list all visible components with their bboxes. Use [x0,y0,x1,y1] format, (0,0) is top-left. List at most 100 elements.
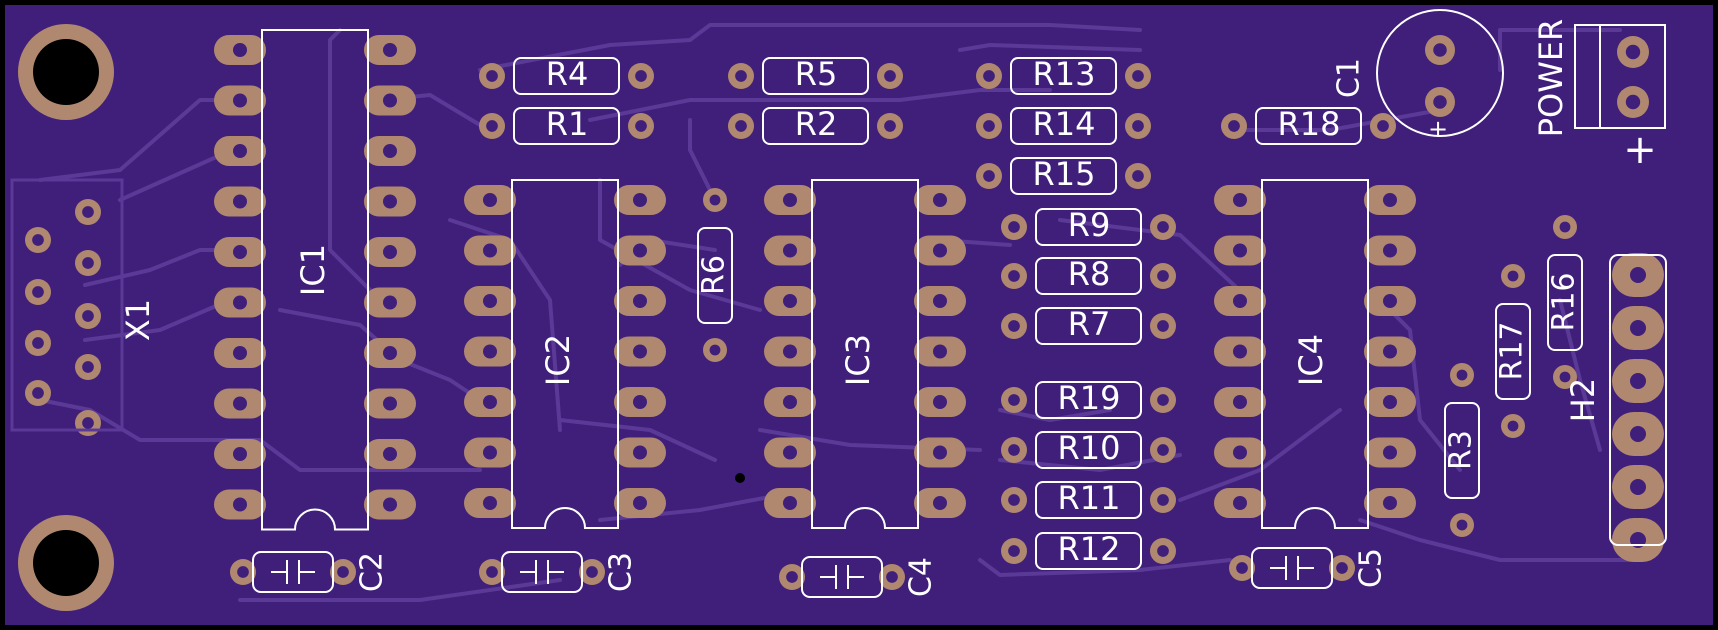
ic1-pin-l4-drill [233,194,247,209]
ic2-pin-r6-drill [633,445,647,460]
r12-pad-1-drill [1008,545,1020,557]
ic3-outline [811,179,919,529]
r13-pad-1-drill [983,70,995,82]
x1-pin-a4-drill [32,387,44,399]
r10-body [1035,431,1142,469]
r19-label: R19 [1058,379,1121,417]
r3-pad-2-drill [1456,519,1468,531]
ic4-outline [1261,179,1369,529]
power-connector-outline [1574,24,1666,129]
r8-label: R8 [1068,255,1111,293]
r3-label: R3 [1444,430,1479,470]
r5-pad-2-drill [884,70,896,82]
ic4-pin-l7-drill [1233,496,1247,510]
ic1-pin-r6-drill [383,295,397,310]
ic2-pin-r1-drill [633,193,647,207]
ic2-pin-l2-drill [483,243,497,258]
x1-pin-b3-drill [82,310,94,322]
c5-body [1251,547,1333,589]
ic4-pin-r5-drill [1383,395,1397,409]
h2-outline [1609,254,1667,546]
r4-body [513,57,620,95]
ic3-pin-l3-drill [783,294,797,308]
ic2-pin-r3-drill [633,294,647,308]
ic1-pin-r4-drill [383,194,397,209]
c4-symbol [820,565,864,589]
r12-body [1035,532,1142,570]
r9-pad-1-drill [1008,221,1020,233]
r6-pad-1-drill [709,194,721,206]
r7-body [1035,307,1142,345]
power-label: POWER [1532,19,1570,138]
r17-body [1495,303,1531,400]
r10-pad-2-drill [1157,444,1169,456]
r16-label: R16 [1547,272,1582,331]
r10-label: R10 [1058,429,1121,467]
ic4-pin-l2-drill [1233,243,1247,258]
ic3-pin-r3-drill [933,294,947,308]
ic4-pin-l6-drill [1233,445,1247,460]
r1-pad-2-drill [635,120,647,132]
r13-body [1010,57,1117,95]
ic2-pin-r7-drill [633,496,647,510]
r5-pad-1-drill [735,70,747,82]
c5-pad-1-drill [1236,562,1248,574]
ic1-pin-l10-drill [233,497,247,512]
c2-pad-1-drill [237,566,249,578]
ic1-outline [261,29,369,531]
ic3-pin-r4-drill [933,344,947,359]
r8-body [1035,257,1142,295]
c2-body [252,551,334,593]
ic4-pin-r6-drill [1383,445,1397,460]
x1-pin-b1-drill [82,206,94,218]
x1-pin-b4-drill [82,361,94,373]
ic4-pin-r1-drill [1383,193,1397,207]
ic4-pin-l4-drill [1233,344,1247,359]
ic1-pin-l9-drill [233,447,247,461]
r3-pad-1-drill [1456,369,1468,381]
r14-pad-2-drill [1132,120,1144,132]
ic1-pin-r8-drill [383,396,397,411]
ic1-pin-l5-drill [233,245,247,259]
r18-body [1255,107,1362,145]
r2-label: R2 [795,105,838,143]
r17-label: R17 [1495,321,1530,380]
r7-label: R7 [1068,305,1111,343]
r4-label: R4 [546,55,589,93]
r4-pad-1-drill [486,70,498,82]
h2-pin-2-drill [1630,320,1646,336]
c5-symbol [1270,556,1314,580]
r1-pad-1-drill [486,120,498,132]
r15-pad-1-drill [983,170,995,182]
r9-body [1035,208,1142,246]
ic4-pin-r3-drill [1383,294,1397,308]
r11-body [1035,481,1142,519]
ic4-pin-l5-drill [1233,395,1247,409]
r19-body [1035,381,1142,419]
c1-pad-2-drill [1433,95,1447,109]
r7-pad-1-drill [1008,320,1020,332]
ic3-label: IC3 [839,334,877,386]
power-pad-2-drill [1625,94,1641,110]
c2-pad-2-drill [337,566,349,578]
ic2-pin-l4-drill [483,344,497,359]
r1-label: R1 [546,105,589,143]
c4-body [801,556,883,598]
r18-pad-2-drill [1377,120,1389,132]
ic3-pin-l4-drill [783,344,797,359]
r11-pad-2-drill [1157,494,1169,506]
ic3-pin-l2-drill [783,243,797,258]
ic1-pin-r2-drill [383,93,397,108]
x1-outline [10,178,124,432]
ic2-pin-l5-drill [483,395,497,409]
ic3-pin-l1-drill [783,193,797,207]
ic1-pin-l3-drill [233,144,247,158]
r17-pad-2-drill [1507,420,1519,432]
r7-pad-2-drill [1157,320,1169,332]
r11-pad-1-drill [1008,494,1020,506]
x1-label: X1 [119,299,157,341]
c4-pad-2-drill [886,571,898,583]
r9-label: R9 [1068,206,1111,244]
r13-label: R13 [1033,55,1096,93]
